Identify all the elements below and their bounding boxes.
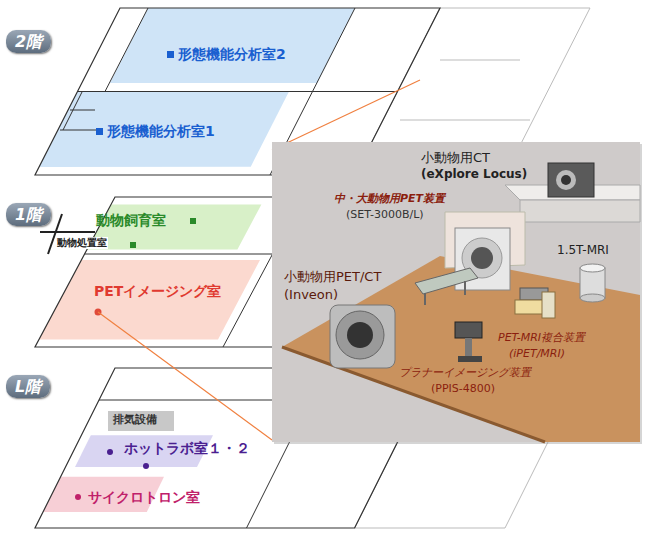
room-label: 形態機能分析室2 <box>176 45 288 64</box>
wall-line <box>60 130 100 131</box>
wall-line <box>70 110 95 111</box>
node-text: 1階 <box>15 205 42 224</box>
equipment-model: (SET-3000B/L) <box>345 208 425 221</box>
planar-head <box>455 322 482 338</box>
floor-edge <box>282 347 545 442</box>
ct-ring <box>556 170 576 190</box>
equipment-name: 1.5T-MRI <box>556 243 610 257</box>
node-text: 2階 <box>15 32 42 51</box>
petct-ring <box>336 311 384 359</box>
equipment-name: 中・大動物用PET装置 <box>333 192 446 205</box>
petct-body <box>330 305 395 368</box>
room-label: ホットラボ室１・２ <box>122 439 252 458</box>
bullet-mark <box>130 242 136 248</box>
node-text: L階 <box>15 377 41 396</box>
node-text: PETイメージング室 <box>94 283 221 300</box>
equipment-model: (iPET/MRI) <box>508 347 566 360</box>
bullet-mark <box>96 128 103 135</box>
petct-bore <box>347 322 373 348</box>
bullet-mark <box>190 218 196 224</box>
wall-line <box>63 92 82 130</box>
room-label: PETイメージング室 <box>92 282 223 301</box>
floor-badge: L階 <box>6 375 50 398</box>
room-label: 動物飼育室 <box>94 211 168 230</box>
patient-bed <box>415 268 478 294</box>
wall-line <box>440 60 520 61</box>
bed-leg <box>464 281 466 295</box>
equipment-model: (Inveon) <box>283 287 339 303</box>
room-fill <box>39 260 260 340</box>
equipment-name: プラナーイメージング装置 <box>398 366 532 379</box>
pet-mri-unit <box>515 300 545 314</box>
equipment-name: 小動物用CT <box>420 150 491 166</box>
ct-scanner <box>548 163 594 197</box>
equipment-name: PET-MRI複合装置 <box>497 331 586 344</box>
facility-label: 排気設備 <box>112 413 158 426</box>
projection-line <box>98 312 272 440</box>
room-label: 形態機能分析室1 <box>105 122 217 141</box>
pet-mri-unit <box>542 292 555 318</box>
node-text: 動物飼育室 <box>96 212 166 229</box>
floor-badge: 2階 <box>6 30 51 53</box>
node-text: ホットラボ室１・２ <box>124 440 250 457</box>
equipment-model: (PPIS-4800) <box>430 382 496 395</box>
room-fill <box>87 205 261 250</box>
wall-line <box>78 91 398 92</box>
floor-badge: 1階 <box>6 203 51 226</box>
wall-line <box>105 8 148 92</box>
node-text: 形態機能分析室2 <box>178 46 286 63</box>
bullet-dot <box>107 449 113 455</box>
exhaust-patch <box>108 411 174 431</box>
planar-base <box>458 356 482 362</box>
mri-top <box>580 264 605 272</box>
room-fill <box>110 8 355 83</box>
bullet-dot <box>143 463 149 469</box>
bullet-mark <box>167 51 174 58</box>
pet-bore <box>471 247 493 269</box>
mri-base <box>580 294 605 302</box>
equipment-name: 小動物用PET/CT <box>283 269 382 285</box>
room-fill <box>39 92 289 168</box>
planar-column <box>465 338 472 358</box>
bed-leg <box>424 293 426 305</box>
ct-bore <box>561 175 571 185</box>
room-note: 動物処置室 <box>56 237 108 249</box>
ct-platform <box>520 200 640 222</box>
bullet-dot <box>75 494 81 500</box>
node-text: サイクロトロン室 <box>88 489 200 506</box>
inset-panel <box>272 142 640 442</box>
node-text: 形態機能分析室1 <box>107 123 215 140</box>
equipment-model: (eXplore Locus) <box>420 167 528 181</box>
wall-line <box>40 231 95 233</box>
wall-line <box>400 120 530 121</box>
room-label: サイクロトロン室 <box>86 488 202 507</box>
projection-line <box>272 80 420 150</box>
